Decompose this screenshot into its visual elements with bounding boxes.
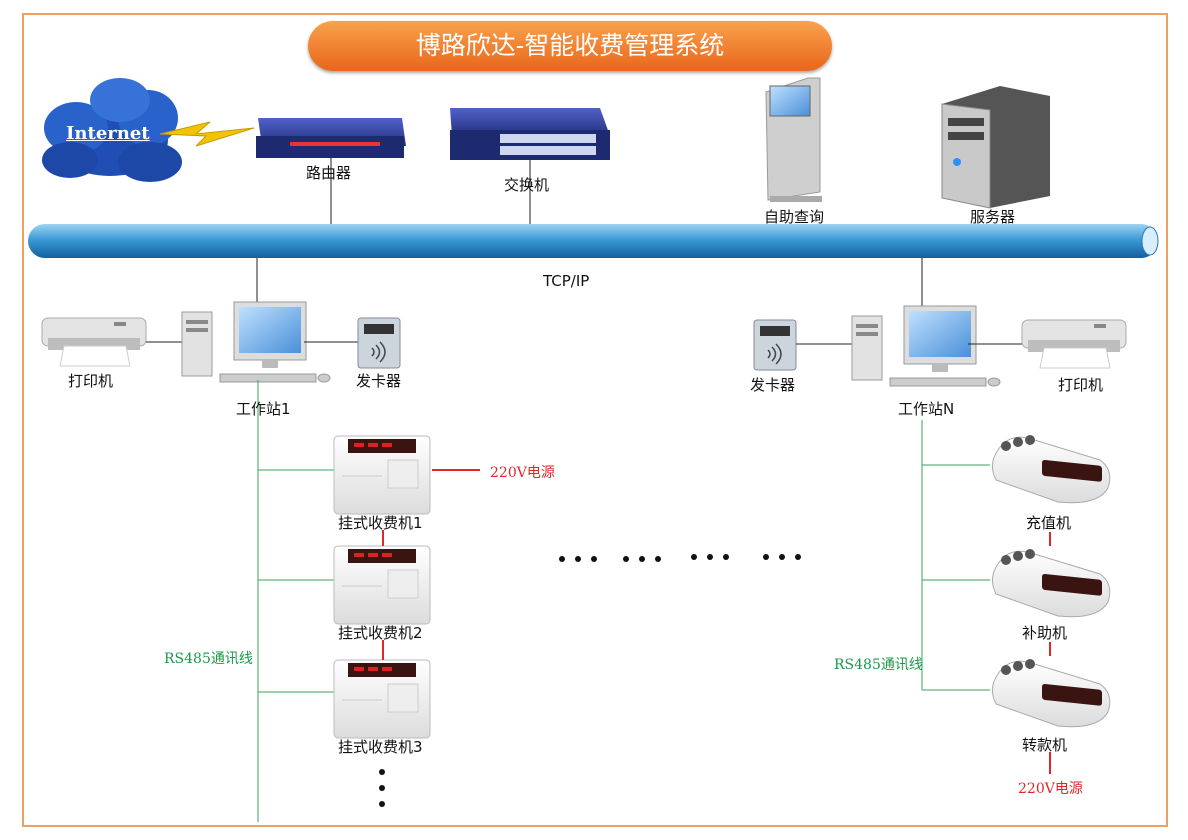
- internet-label: Internet: [66, 123, 150, 144]
- diagram-frame: [22, 13, 1168, 827]
- terminal-right-1-label: 充值机: [1026, 514, 1072, 532]
- ellipsis-dots: [559, 554, 801, 562]
- workstation-1-label: 工作站1: [236, 400, 291, 418]
- terminal-left-3-label: 挂式收费机3: [338, 738, 423, 756]
- kiosk-icon: [765, 77, 822, 202]
- server-label: 服务器: [970, 208, 1016, 226]
- terminal-left-2-label: 挂式收费机2: [338, 624, 423, 642]
- router-label: 路由器: [306, 164, 352, 182]
- switch-icon: [450, 108, 610, 160]
- terminal-left-1-label: 挂式收费机1: [338, 514, 423, 532]
- rs485-right-label: RS485通讯线: [834, 657, 923, 673]
- power-left-label: 220V电源: [490, 465, 555, 481]
- workstation-n-label: 工作站N: [898, 400, 955, 418]
- router-icon: [256, 118, 406, 158]
- server-icon: [941, 86, 1050, 209]
- tcp-ip-backbone: [28, 224, 1159, 258]
- internet-cloud-icon: [42, 78, 255, 182]
- card-issuer-left-label: 发卡器: [356, 372, 402, 390]
- terminal-right-2-label: 补助机: [1022, 624, 1068, 642]
- protocol-label: TCP/IP: [543, 272, 590, 290]
- terminal-right-3-label: 转款机: [1022, 736, 1068, 754]
- power-right-label: 220V电源: [1018, 781, 1083, 797]
- card-issuer-right-label: 发卡器: [750, 376, 796, 394]
- kiosk-label: 自助查询: [764, 208, 825, 226]
- rs485-left-label: RS485通讯线: [164, 651, 253, 667]
- diagram-title: 博路欣达-智能收费管理系统: [308, 21, 832, 71]
- switch-label: 交换机: [504, 176, 550, 194]
- printer-left-label: 打印机: [68, 372, 114, 390]
- printer-right-label: 打印机: [1058, 376, 1104, 394]
